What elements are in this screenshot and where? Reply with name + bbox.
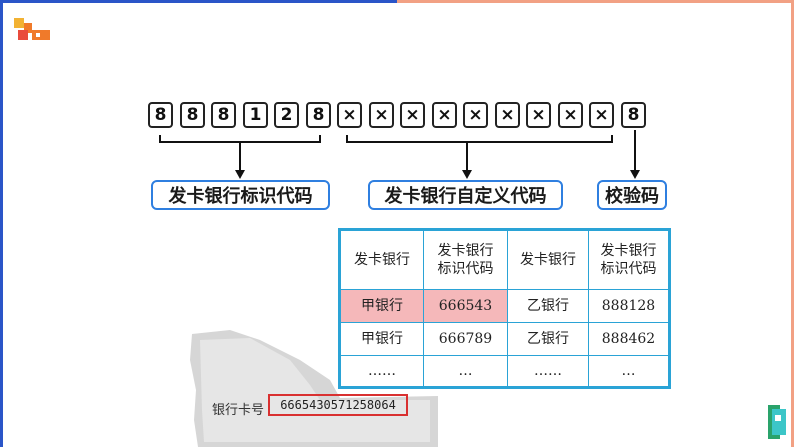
custom-digit-box: × [558,102,583,128]
table-cell: …… [339,355,424,388]
custom-digit-box: × [369,102,394,128]
torn-card-image [190,330,438,447]
custom-digit-box: × [337,102,362,128]
table-cell: 甲银行 [339,322,424,356]
table-cell: 888462 [588,322,670,356]
issuer-bracket [159,135,321,143]
check-arrow-icon [630,170,640,179]
issuer-id-label: 发卡银行标识代码 [151,180,330,210]
header-bank: 发卡银行 [339,229,424,290]
custom-digit-box: × [400,102,425,128]
table-cell: 666543 [423,289,508,323]
table-cell: … [423,355,508,388]
table-cell: 甲银行 [339,289,424,323]
header-code: 发卡银行 标识代码 [588,229,670,290]
card-number-highlight: 6665430571258064 [268,394,408,416]
slide-logo-icon [14,18,50,40]
issuer-digit-box: 2 [274,102,299,128]
issuer-digit-box: 1 [243,102,268,128]
custom-code-label: 发卡银行自定义代码 [368,180,563,210]
table-row: 甲银行 666543 乙银行 888128 [339,289,670,323]
issuer-digit-box: 8 [306,102,331,128]
check-digit-label: 校验码 [597,180,667,210]
issuer-arrow-icon [235,170,245,179]
table-cell: …… [507,355,589,388]
table-cell: 888128 [588,289,670,323]
frame-top-right [397,0,794,3]
custom-bracket [346,135,613,143]
header-bank: 发卡银行 [507,229,589,290]
custom-digit-box: × [463,102,488,128]
issuer-digit-box: 8 [211,102,236,128]
frame-left [0,0,3,447]
frame-top-left [0,0,397,3]
custom-digit-box: × [495,102,520,128]
frame-right [791,0,794,447]
table-cell: 乙银行 [507,289,589,323]
table-header-row: 发卡银行 发卡银行 标识代码 发卡银行 发卡银行 标识代码 [339,229,670,290]
table-cell: … [588,355,670,388]
custom-digit-box: × [589,102,614,128]
custom-digit-box: × [432,102,457,128]
table-row: …… … …… … [339,355,670,388]
custom-digit-box: × [526,102,551,128]
issuer-digit-box: 8 [180,102,205,128]
card-number-caption: 银行卡号 [212,403,265,418]
issuer-digit-box: 8 [148,102,173,128]
custom-arrow-icon [462,170,472,179]
bank-id-table: 发卡银行 发卡银行 标识代码 发卡银行 发卡银行 标识代码 甲银行 666543… [338,228,671,389]
corner-decoration-icon [768,405,786,439]
header-code: 发卡银行 标识代码 [423,229,508,290]
table-cell: 乙银行 [507,322,589,356]
check-digit-box: 8 [621,102,646,128]
